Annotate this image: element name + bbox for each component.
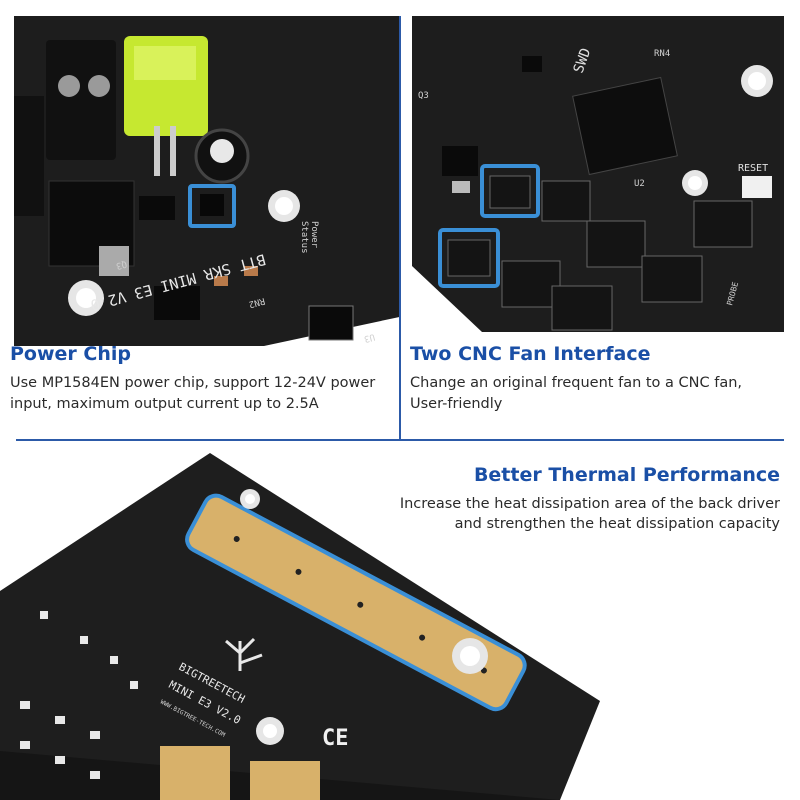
fan-connector-2 (438, 228, 500, 288)
ce-mark-icon: CE (318, 721, 360, 751)
cnc-fan-desc-line-1: Change an original frequent fan to a CNC… (410, 375, 743, 391)
fuse-icon (124, 36, 208, 176)
power-chip-title: Power Chip (10, 343, 131, 365)
cnc-fan-section: SWD U2 RESET RN4 Q3 PROBE Two CNC Fan In… (400, 0, 800, 440)
board-label-rn2: RN2 (248, 295, 266, 309)
cnc-fan-desc-line-2: User-friendly (410, 396, 503, 412)
power-chip-desc-line-2: input, maximum output current up to 2.5A (10, 396, 319, 412)
board-label-rn4: RN4 (654, 49, 670, 59)
power-chip-photo: BTT SKR MINI E3 V2.0 Status Power RN2 U3… (14, 16, 400, 346)
svg-text:CE: CE (322, 726, 349, 751)
board-label-power: Power (309, 221, 319, 249)
board-label-u2: U2 (634, 179, 645, 189)
board-label-reset: RESET (738, 163, 768, 174)
board-label-status: Status (299, 221, 309, 254)
thermal-section: CE BIGTREETECH MINI E3 V2.0 WWW.BIGTREE-… (0, 441, 800, 800)
thermal-title: Better Thermal Performance (473, 464, 780, 486)
power-chip-desc-line-1: Use MP1584EN power chip, support 12-24V … (10, 375, 376, 391)
cnc-fan-photo: SWD U2 RESET RN4 Q3 PROBE (412, 16, 784, 332)
thermal-photo: CE BIGTREETECH MINI E3 V2.0 WWW.BIGTREE-… (0, 453, 600, 800)
bigtreetech-logo-icon (225, 637, 263, 671)
board-label-q3-right: Q3 (418, 91, 429, 101)
board-label-u3: U3 (363, 331, 376, 343)
power-chip-section: BTT SKR MINI E3 V2.0 Status Power RN2 U3… (0, 0, 400, 440)
thermal-desc-line-1: Increase the heat dissipation area of th… (399, 496, 780, 512)
horizontal-divider (16, 439, 784, 441)
thermal-desc-line-2: and strengthen the heat dissipation capa… (454, 516, 780, 532)
fan-connector-1 (480, 164, 540, 218)
cnc-fan-title: Two CNC Fan Interface (410, 343, 651, 365)
board-label-q3: Q3 (115, 258, 128, 270)
vertical-divider (399, 16, 401, 440)
